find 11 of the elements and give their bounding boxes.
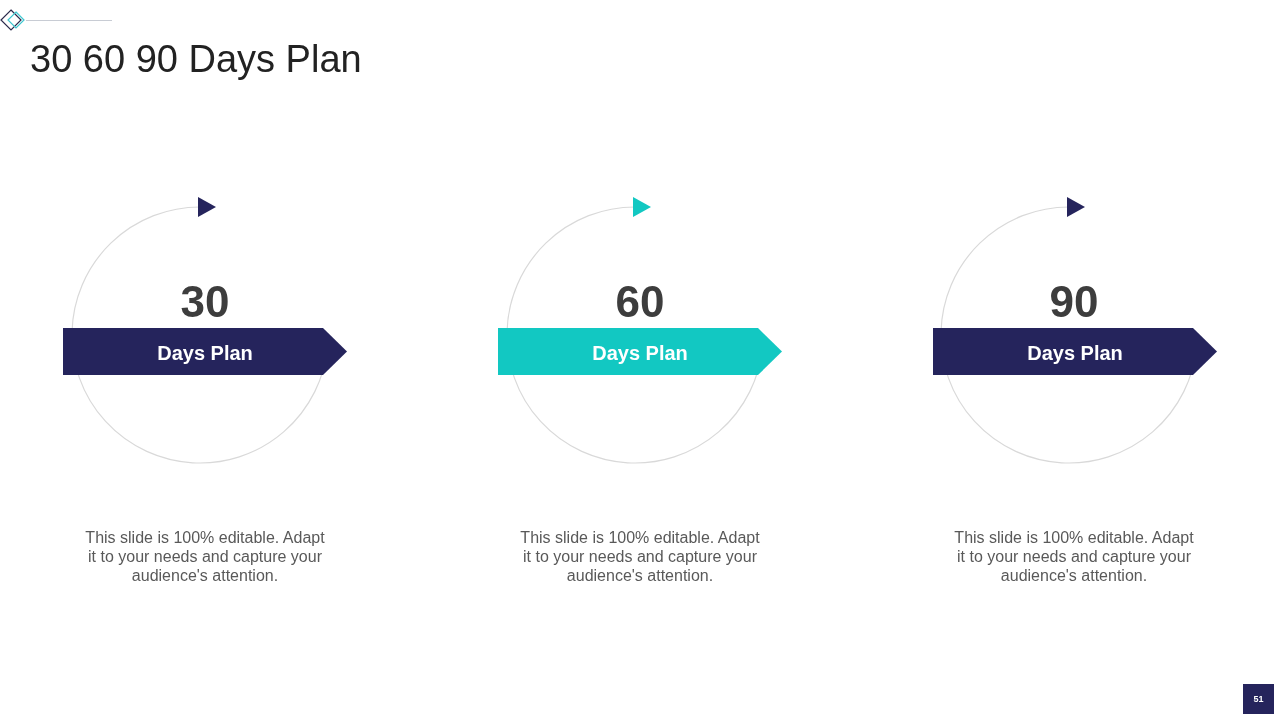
day-number: 90 (1049, 280, 1099, 324)
plan-label: Days Plan (1027, 340, 1123, 365)
description-text: This slide is 100% editable. Adapt it to your needs and capture your audience's attention. (953, 528, 1195, 585)
day-number: 30 (180, 280, 230, 324)
slide-title: 30 60 90 Days Plan (30, 37, 362, 81)
plan-label: Days Plan (157, 340, 253, 365)
description-text: This slide is 100% editable. Adapt it to your needs and capture your audience's attention. (519, 528, 761, 585)
plan-label: Days Plan (592, 340, 688, 365)
day-number: 60 (615, 280, 665, 324)
page-number: 51 (1243, 684, 1274, 714)
description-text: This slide is 100% editable. Adapt it to your needs and capture your audience's attention. (84, 528, 326, 585)
